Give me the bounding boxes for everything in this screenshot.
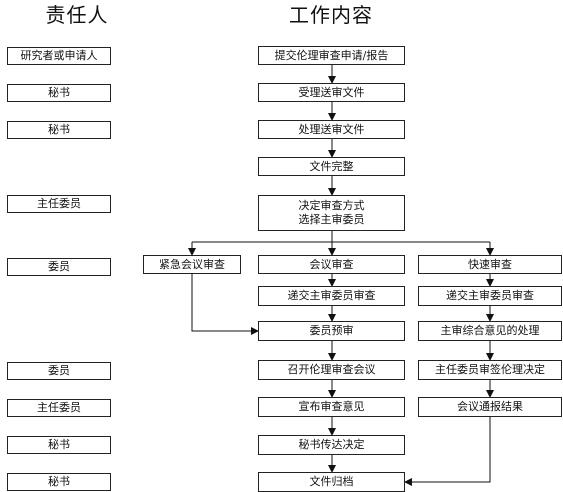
responsible-row-2: 秘书 [7,84,111,102]
step-decide: 决定审查方式 选择主审委员 [258,195,405,231]
arrow-emergency-prereview [191,274,259,335]
step-submit: 提交伦理审查申请/报告 [258,46,405,65]
step-fast-review: 快速审查 [418,255,562,274]
responsible-row-1: 研究者或申请人 [7,47,111,65]
step-accept: 受理送审文件 [258,83,405,102]
responsible-header: 责任人 [45,3,109,27]
step-meeting-review: 会议审查 [258,255,405,274]
responsible-row-6: 委员 [7,362,111,380]
step-complete: 文件完整 [258,157,405,176]
responsible-row-4: 主任委员 [7,195,111,213]
responsible-row-7: 主任委员 [7,399,111,417]
step-process: 处理送审文件 [258,120,405,139]
responsible-row-5: 委员 [7,258,111,276]
step-archive: 文件归档 [258,472,405,492]
step-synthesis: 主审综合意见的处理 [418,321,562,341]
responsible-row-9: 秘书 [7,473,111,491]
step-emergency-review: 紧急会议审查 [143,255,241,274]
step-chair-sign: 主任委员审签伦理决定 [418,360,562,380]
arrow-notify-archive [404,417,491,486]
responsible-row-8: 秘书 [7,436,111,454]
step-convene: 召开伦理审查会议 [258,360,405,380]
work-content-header: 工作内容 [289,3,373,27]
responsible-row-3: 秘书 [7,121,111,139]
step-submit-main-mid: 递交主审委员审查 [258,286,405,306]
step-prereview: 委员预审 [258,321,405,341]
step-submit-main-right: 递交主审委员审查 [418,286,562,306]
step-convey: 秘书传达决定 [258,435,405,455]
step-announce: 宣布审查意见 [258,397,405,417]
step-notify: 会议通报结果 [418,397,562,417]
